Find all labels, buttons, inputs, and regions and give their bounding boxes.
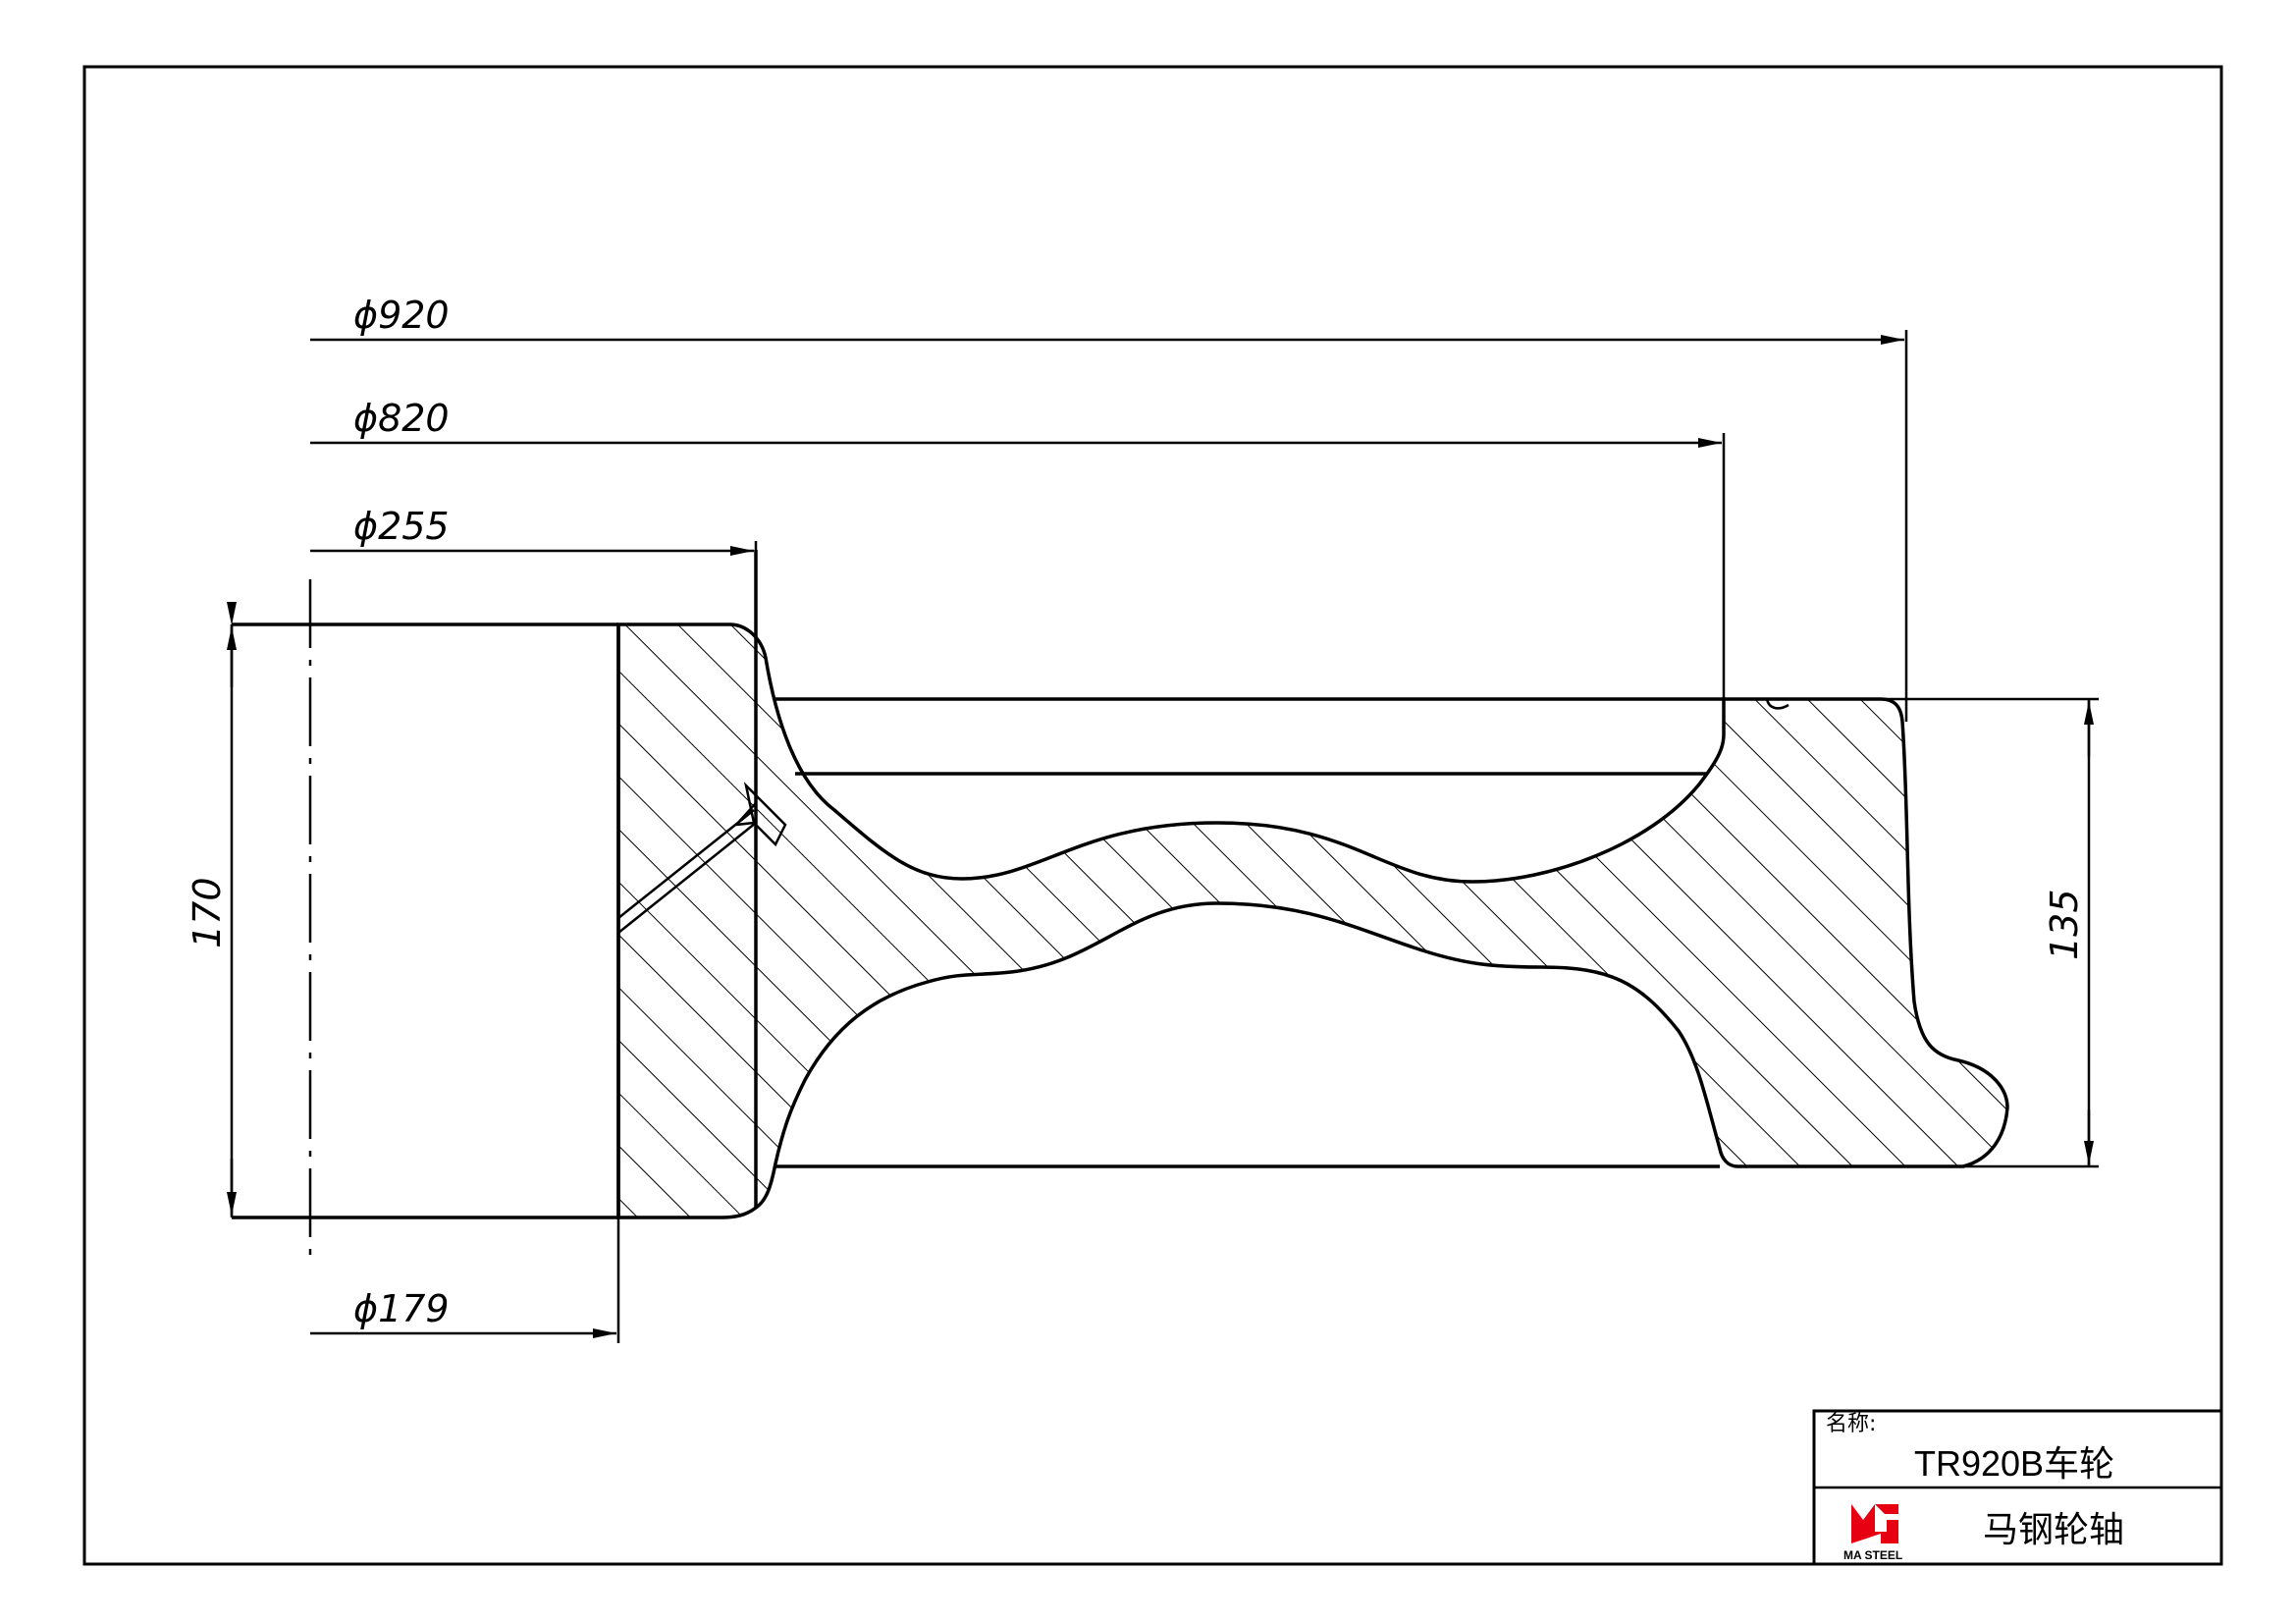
rim-top-line bbox=[775, 697, 1724, 1168]
dim-rim-width: 135 bbox=[2043, 889, 2086, 960]
company-name: 马钢轮轴 bbox=[1983, 1510, 2124, 1550]
title-name-label: 名称: bbox=[1826, 1412, 1876, 1436]
drawing-border bbox=[82, 65, 2223, 1566]
wheel-cross-section bbox=[232, 550, 2009, 1219]
dim-hub-diameter: ϕ255 bbox=[353, 505, 450, 548]
bore-outline bbox=[232, 622, 620, 1219]
oil-hole bbox=[617, 782, 787, 934]
dim-outer-diameter: ϕ920 bbox=[353, 294, 450, 337]
title-block bbox=[1812, 1409, 2223, 1566]
logo-text: MA STEEL bbox=[1843, 1548, 1902, 1562]
dim-bore-diameter: ϕ179 bbox=[353, 1287, 450, 1330]
masteel-logo: MA STEEL bbox=[1843, 1504, 1902, 1562]
dimension-lines bbox=[227, 330, 2099, 1343]
wheel-section-hatched bbox=[616, 622, 2009, 1219]
rim-groove bbox=[1765, 698, 1789, 710]
dim-hub-width: 170 bbox=[186, 877, 229, 948]
dim-tread-diameter: ϕ820 bbox=[353, 397, 450, 440]
part-name: TR920B车轮 bbox=[1914, 1443, 2114, 1484]
